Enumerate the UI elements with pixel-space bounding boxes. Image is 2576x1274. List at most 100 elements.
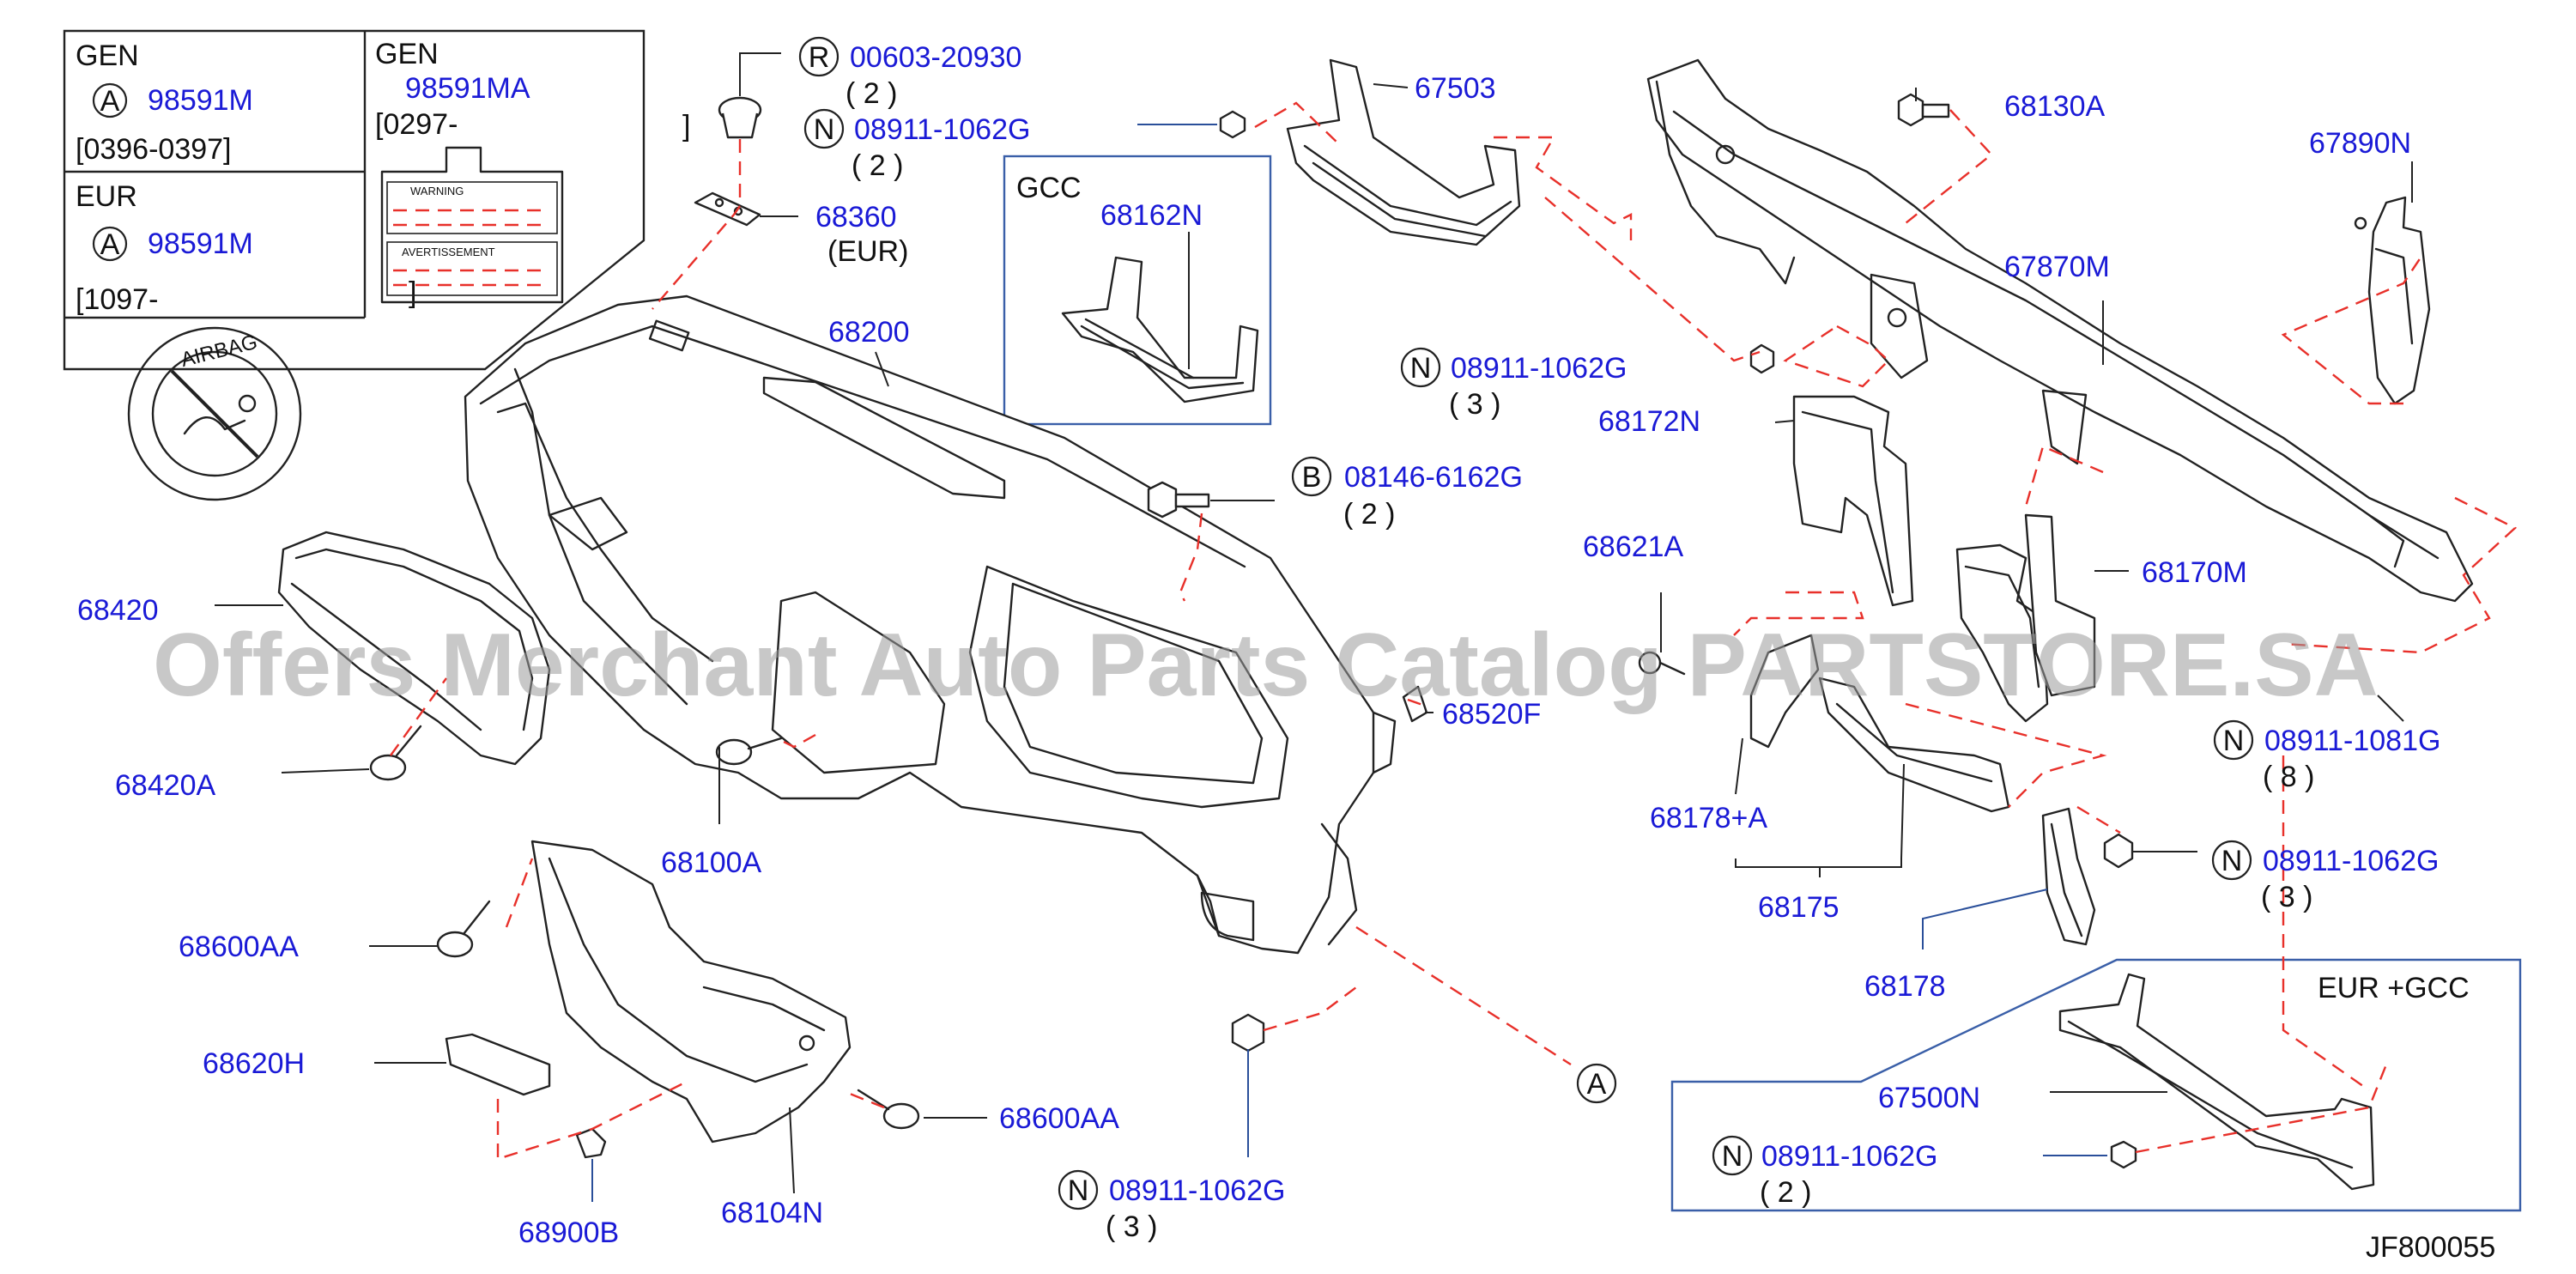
part-68520f: 68520F [1442,698,1541,731]
bracket-close: ] [682,110,690,143]
nut-icon [1749,343,1775,374]
part-08911-1062g-top: 08911-1062G [854,113,1030,146]
bracket-67503-drawing [1286,58,1521,246]
eur-gcc-qty: ( 2 ) [1760,1176,1811,1209]
lower-panel-68104n-drawing [530,840,852,1144]
assembly-dash-lines [390,101,2518,1161]
eur-gcc-title: EUR +GCC [2318,972,2470,1004]
gen-a-part: 98591M [148,84,253,117]
inset-frame [63,29,646,371]
part-68170m: 68170M [2142,556,2247,589]
nut-icon [2103,833,2134,869]
gen-b-title: GEN [375,38,439,70]
gen-a-dates: [0396-0397] [76,133,232,166]
nut-icon [2110,1140,2137,1169]
diagram-code: JF800055 [2366,1231,2495,1264]
instrument-panel-drawing [464,294,1397,955]
part-67870m: 67870M [2004,251,2110,283]
symbol-n: N [814,113,835,146]
part-67503: 67503 [1415,72,1496,105]
eur-part: 98591M [148,228,253,260]
symbol-n-circle [1400,347,1441,388]
part-68600aa-right: 68600AA [999,1102,1119,1135]
bracket-67500n-drawing [2058,973,2375,1191]
gcc-part: 68162N [1100,199,1203,232]
screw-68600aa-icon [436,900,491,958]
part-68100a: 68100A [661,846,762,879]
label-inset: GEN A 98591M [0396-0397] GEN 98591MA [02… [63,29,646,501]
steering-member-drawing [1646,58,2474,603]
qty-08146: ( 2 ) [1343,498,1395,531]
gen-b-dates: [0297- [375,108,458,141]
symbol-n-circle [803,108,845,149]
airbag-disc-icon: AIRBAG [127,326,302,501]
eur-title: EUR [76,180,137,213]
symbol-n: N [1410,352,1432,385]
symbol-n-circle [2211,840,2252,881]
eur-gcc-part: 67500N [1878,1082,1980,1114]
part-08911-1062g-bottom: 08911-1062G [1109,1174,1285,1207]
gen-a-title: GEN [76,39,139,72]
part-68420a: 68420A [115,769,216,802]
gen-b-part: 98591MA [405,72,530,105]
qty-08911-right: ( 3 ) [2261,881,2312,913]
eur-gcc-box: EUR +GCC 67500N N 08911-1062G ( 2 ) [1670,958,2522,1212]
part-08911-1062g-mid: 08911-1062G [1451,352,1627,385]
symbol-b: B [1302,461,1322,494]
qty-00603: ( 2 ) [846,77,897,110]
bracket-68178-drawing [2041,807,2096,946]
eur-dates: [1097- [76,283,158,316]
symbol-a-circle [92,82,128,118]
callouts: R 00603-20930 ( 2 ) ] N 08911-1062G ( 2 … [77,36,2495,1264]
qty-08911-bottom: ( 3 ) [1106,1210,1157,1243]
leader-lines [215,52,2413,1202]
symbol-n-circle [2213,719,2254,761]
part-08146-6162g: 08146-6162G [1344,461,1523,494]
symbol-r-circle [798,36,839,77]
glove-box-68420-drawing [277,531,551,766]
gen-b-close: ] [409,276,416,309]
bracket-68170m-drawing [1955,513,2096,723]
qty-08911-top: ( 2 ) [852,149,903,182]
screw-68621a-icon [1638,651,1686,676]
qty-08911-mid: ( 3 ) [1449,388,1500,421]
symbol-r: R [809,41,830,74]
symbol-b-circle [1291,456,1332,497]
part-68172n: 68172N [1598,405,1700,438]
cover-68620h-drawing [445,1033,551,1096]
part-00603-20930: 00603-20930 [850,41,1021,74]
screw-68600aa-icon [857,1089,920,1130]
eur-gcc-frame [1670,958,2522,1212]
avertissement-text: AVERTISSEMENT [402,246,495,258]
gcc-box: GCC 68162N [1003,155,1272,426]
part-68600aa-left: 68600AA [179,931,299,963]
bracket-67890n-drawing [2354,196,2431,405]
symbol-n-circle [1058,1169,1099,1210]
airbag-text: AIRBAG [179,331,260,372]
symbol-n-circle [1712,1135,1753,1176]
part-68621a: 68621A [1583,531,1684,563]
symbol-n: N [1068,1174,1089,1207]
part-68360: 68360 [815,201,897,234]
symbol-n: N [2221,845,2243,877]
symbol-a-circle [1576,1063,1617,1104]
part-68420: 68420 [77,594,159,627]
symbol-n: N [2223,725,2245,757]
bracket-68172n-drawing [1792,395,1914,607]
qty-08911-1081: ( 8 ) [2263,761,2314,793]
watermark: Offers Merchant Auto Parts Catalog PARTS… [153,616,2379,715]
part-68175: 68175 [1758,891,1840,924]
part-68900b: 68900B [518,1216,619,1249]
eur-gcc-symbol: N [1722,1140,1743,1173]
part-68620h: 68620H [203,1047,305,1080]
part-68104n: 68104N [721,1197,823,1229]
part-68178: 68178 [1864,970,1946,1003]
eur-gcc-fastener: 08911-1062G [1761,1140,1937,1173]
nut-icon [1219,110,1246,139]
bolt-68130a-icon [1897,93,1950,127]
symbol-a-circle [92,226,128,262]
clip-00603-icon [718,96,762,139]
bolt-08146-icon [1147,481,1210,519]
symbol-a: A [1587,1068,1607,1101]
